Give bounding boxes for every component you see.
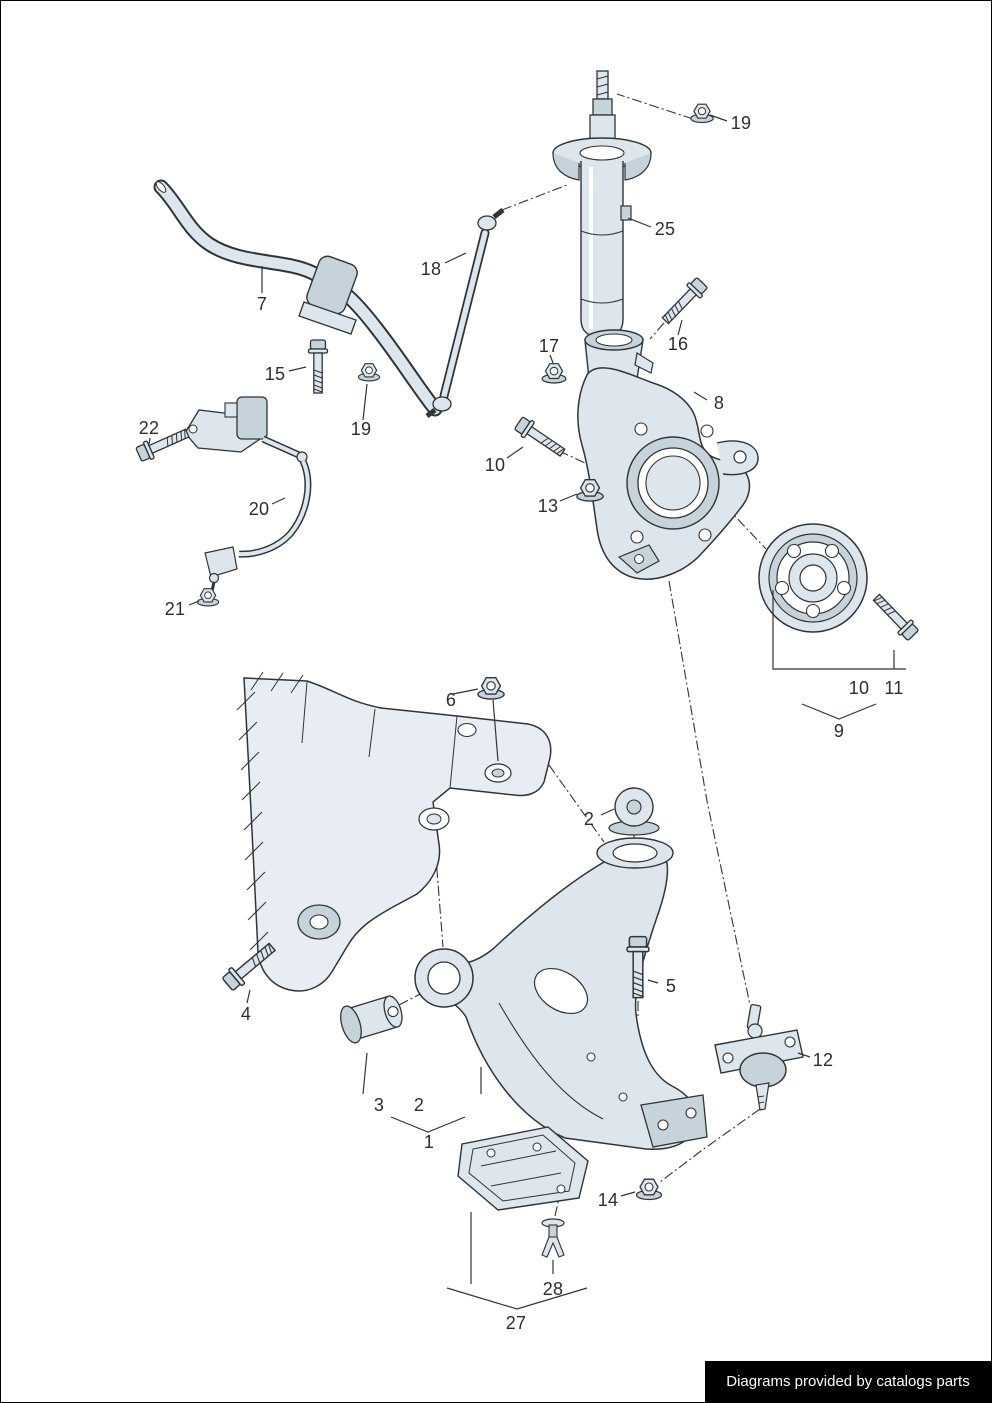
ball-joint-drawing	[714, 1003, 804, 1111]
stabilizer-link-drawing	[425, 208, 505, 418]
callout-2-bushing-group[interactable]: 2	[413, 1095, 425, 1115]
knuckle-pinch-bolt-drawing	[657, 275, 710, 328]
strut-drawing	[552, 70, 652, 338]
callout-25-strut[interactable]: 25	[654, 219, 676, 239]
control-arm-drawing	[414, 837, 708, 1150]
knuckle-nut-drawing	[541, 363, 567, 384]
stabilizer-link-nut-drawing	[357, 363, 381, 382]
callout-22-sensor-bolt[interactable]: 22	[138, 418, 160, 438]
wheel-bearing-drawing	[758, 523, 868, 633]
steering-knuckle-drawing	[577, 329, 759, 580]
hub-bolt-drawing	[868, 590, 921, 643]
callout-11-hub-bolt[interactable]: 11	[884, 678, 904, 698]
ball-joint-nut-drawing	[635, 1178, 663, 1201]
knuckle-bolt-drawing	[512, 414, 569, 462]
callout-19-link-nut[interactable]: 19	[350, 419, 372, 439]
callout-20-level-sensor[interactable]: 20	[248, 499, 270, 519]
stabilizer-bar-drawing	[153, 179, 443, 417]
footer-text: Diagrams provided by catalogs parts	[726, 1373, 970, 1390]
subframe-nut-drawing	[477, 677, 505, 700]
footer-attribution-bar: Diagrams provided by catalogs parts	[705, 1361, 991, 1402]
level-sensor-drawing	[184, 396, 312, 592]
callout-1-control-arm[interactable]: 1	[423, 1132, 435, 1152]
callout-27-cover-plate[interactable]: 27	[505, 1313, 527, 1333]
callout-5-arm-bolt[interactable]: 5	[665, 976, 677, 996]
callout-19-strut-nut[interactable]: 19	[730, 113, 752, 133]
callout-18-stabilizer-link[interactable]: 18	[420, 259, 442, 279]
callout-10-hub-group[interactable]: 10	[848, 678, 870, 698]
callout-12-ball-joint[interactable]: 12	[812, 1050, 834, 1070]
clamp-bolt-drawing	[307, 339, 329, 394]
stabilizer-clamp-drawing	[298, 255, 358, 335]
callout-15-clamp-bolt[interactable]: 15	[264, 364, 286, 384]
subframe-drawing	[236, 671, 552, 992]
subframe-cut-hatching	[236, 671, 304, 951]
rear-bushing-drawing	[608, 787, 660, 836]
callout-7-stabilizer-bar[interactable]: 7	[256, 294, 268, 314]
callout-28-clip[interactable]: 28	[542, 1279, 564, 1299]
callout-3-front-bushing[interactable]: 3	[373, 1095, 385, 1115]
callout-16-pinch-bolt[interactable]: 16	[667, 334, 689, 354]
strut-top-nut-drawing	[690, 103, 714, 124]
callout-13-flange-nut[interactable]: 13	[537, 496, 559, 516]
callout-14-ball-joint-nut[interactable]: 14	[597, 1190, 619, 1210]
callout-21-sensor-nut[interactable]: 21	[164, 599, 186, 619]
expansion-clip-drawing	[541, 1218, 565, 1258]
leader-lines	[148, 114, 906, 1310]
callout-4-subframe-bolt[interactable]: 4	[240, 1004, 252, 1024]
callout-9-wheel-bearing[interactable]: 9	[833, 721, 845, 741]
callout-8-steering-knuckle[interactable]: 8	[713, 393, 725, 413]
cover-plate-drawing	[457, 1126, 589, 1211]
callout-2-rear-bushing[interactable]: 2	[583, 809, 595, 829]
front-bushing-drawing	[340, 995, 403, 1044]
sensor-nut-drawing	[196, 588, 220, 607]
callout-10-knuckle-bolt[interactable]: 10	[484, 455, 506, 475]
callout-6-subframe-nut[interactable]: 6	[445, 690, 457, 710]
callout-17-nut[interactable]: 17	[538, 336, 560, 356]
